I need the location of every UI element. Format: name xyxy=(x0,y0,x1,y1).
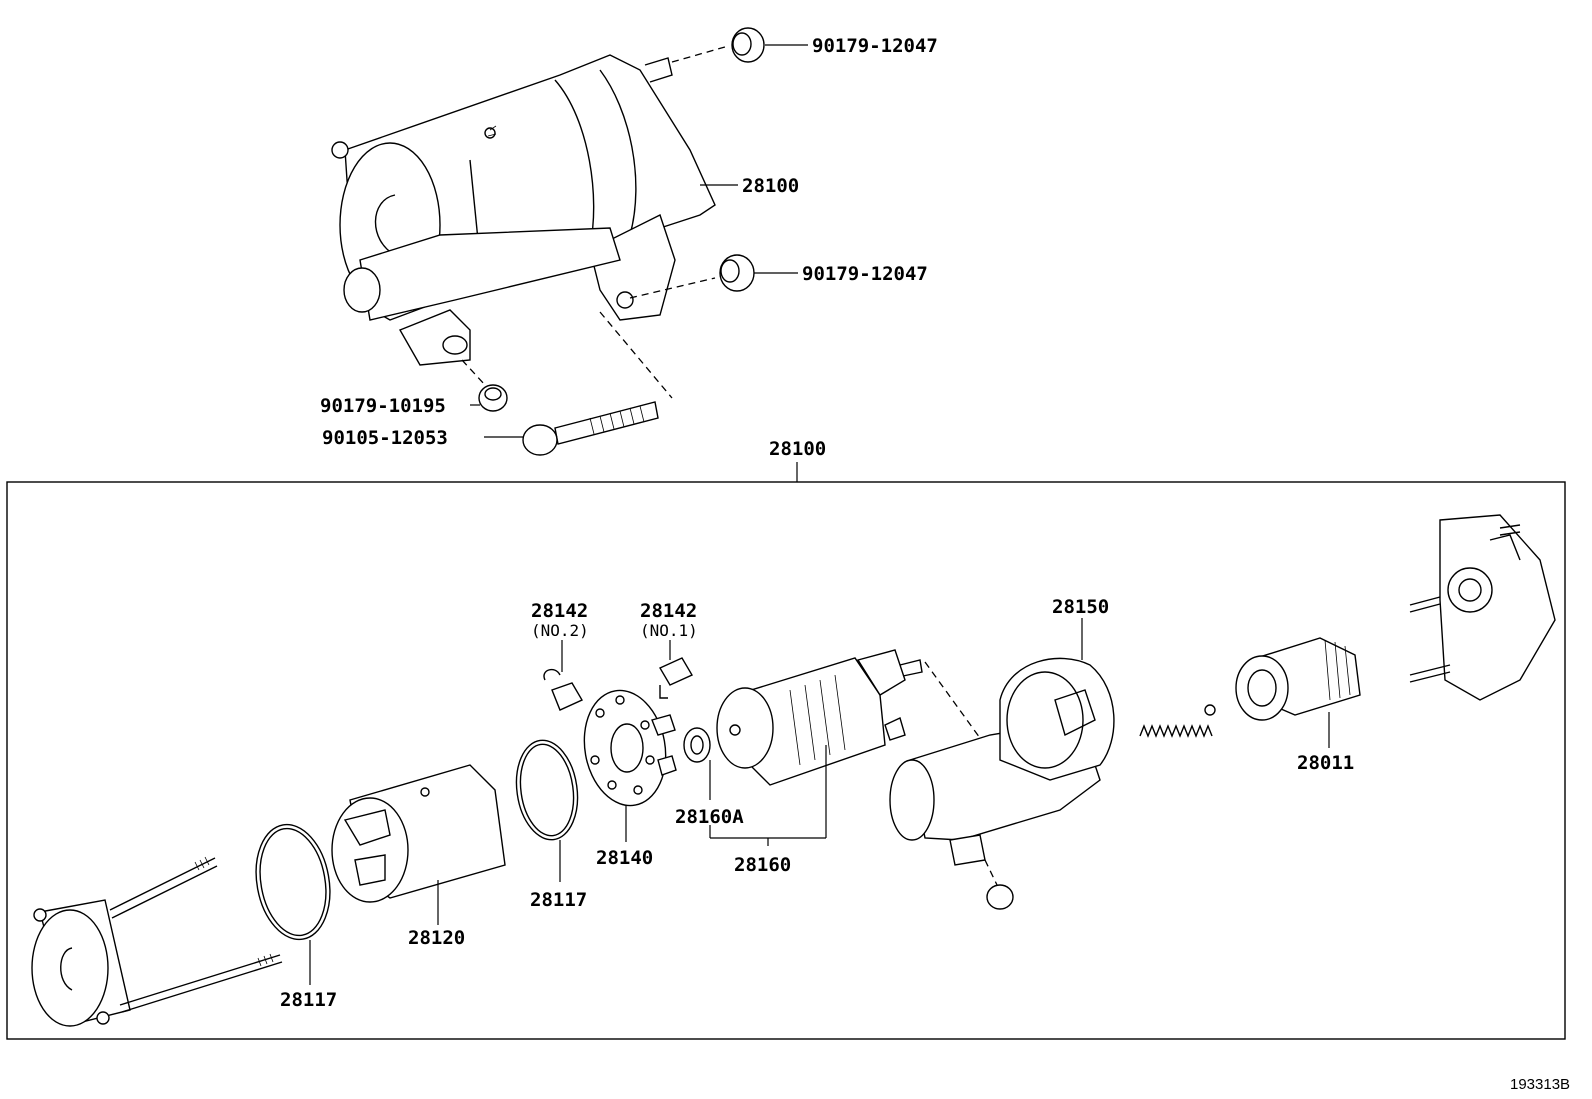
callout-brush-no1-num: 28142 xyxy=(640,600,697,622)
nut-mid-part xyxy=(629,254,798,299)
clutch-part xyxy=(1235,637,1361,748)
nut-top-part xyxy=(671,27,808,63)
o-ring-mid-part xyxy=(515,739,579,882)
callout-brush-no2-num: 28142 xyxy=(531,600,588,622)
box-title: 28100 xyxy=(769,438,826,460)
brush-no1-part xyxy=(659,640,693,699)
callout-brush-no2-sub: (NO.2) xyxy=(531,621,589,640)
callout-nut-terminal: 90179-10195 xyxy=(320,395,446,417)
callout-o-ring-mid: 28117 xyxy=(530,889,587,911)
callout-brush-holder: 28140 xyxy=(596,847,653,869)
nut-terminal-part xyxy=(461,359,508,412)
callout-bolt: 90105-12053 xyxy=(322,427,448,449)
yoke-part xyxy=(331,764,506,925)
callout-nut-top: 90179-12047 xyxy=(812,35,938,57)
bolt-part xyxy=(484,311,673,456)
exploded-view-frame xyxy=(6,481,1566,1040)
drive-frame-part xyxy=(1409,514,1556,701)
armature-part xyxy=(709,649,923,846)
callout-housing: 28150 xyxy=(1052,596,1109,618)
brush-no2-part xyxy=(543,640,583,711)
starter-assembly-drawing xyxy=(331,54,716,366)
callout-nut-mid: 90179-12047 xyxy=(802,263,928,285)
callout-clutch: 28011 xyxy=(1297,752,1354,774)
brush-holder-part xyxy=(583,689,677,842)
o-ring-left-part xyxy=(255,823,331,985)
callout-armature: 28160 xyxy=(734,854,791,876)
figure-code: 193313B xyxy=(1510,1076,1570,1093)
callout-starter-assy: 28100 xyxy=(742,175,799,197)
callout-bearing: 28160A xyxy=(675,806,744,828)
spring-part xyxy=(1139,704,1216,738)
callout-yoke: 28120 xyxy=(408,927,465,949)
bearing-part xyxy=(683,727,711,800)
callout-brush-no1-sub: (NO.1) xyxy=(640,621,698,640)
housing-part xyxy=(884,618,1115,910)
end-cover-part xyxy=(31,856,283,1027)
callout-o-ring-left: 28117 xyxy=(280,989,337,1011)
